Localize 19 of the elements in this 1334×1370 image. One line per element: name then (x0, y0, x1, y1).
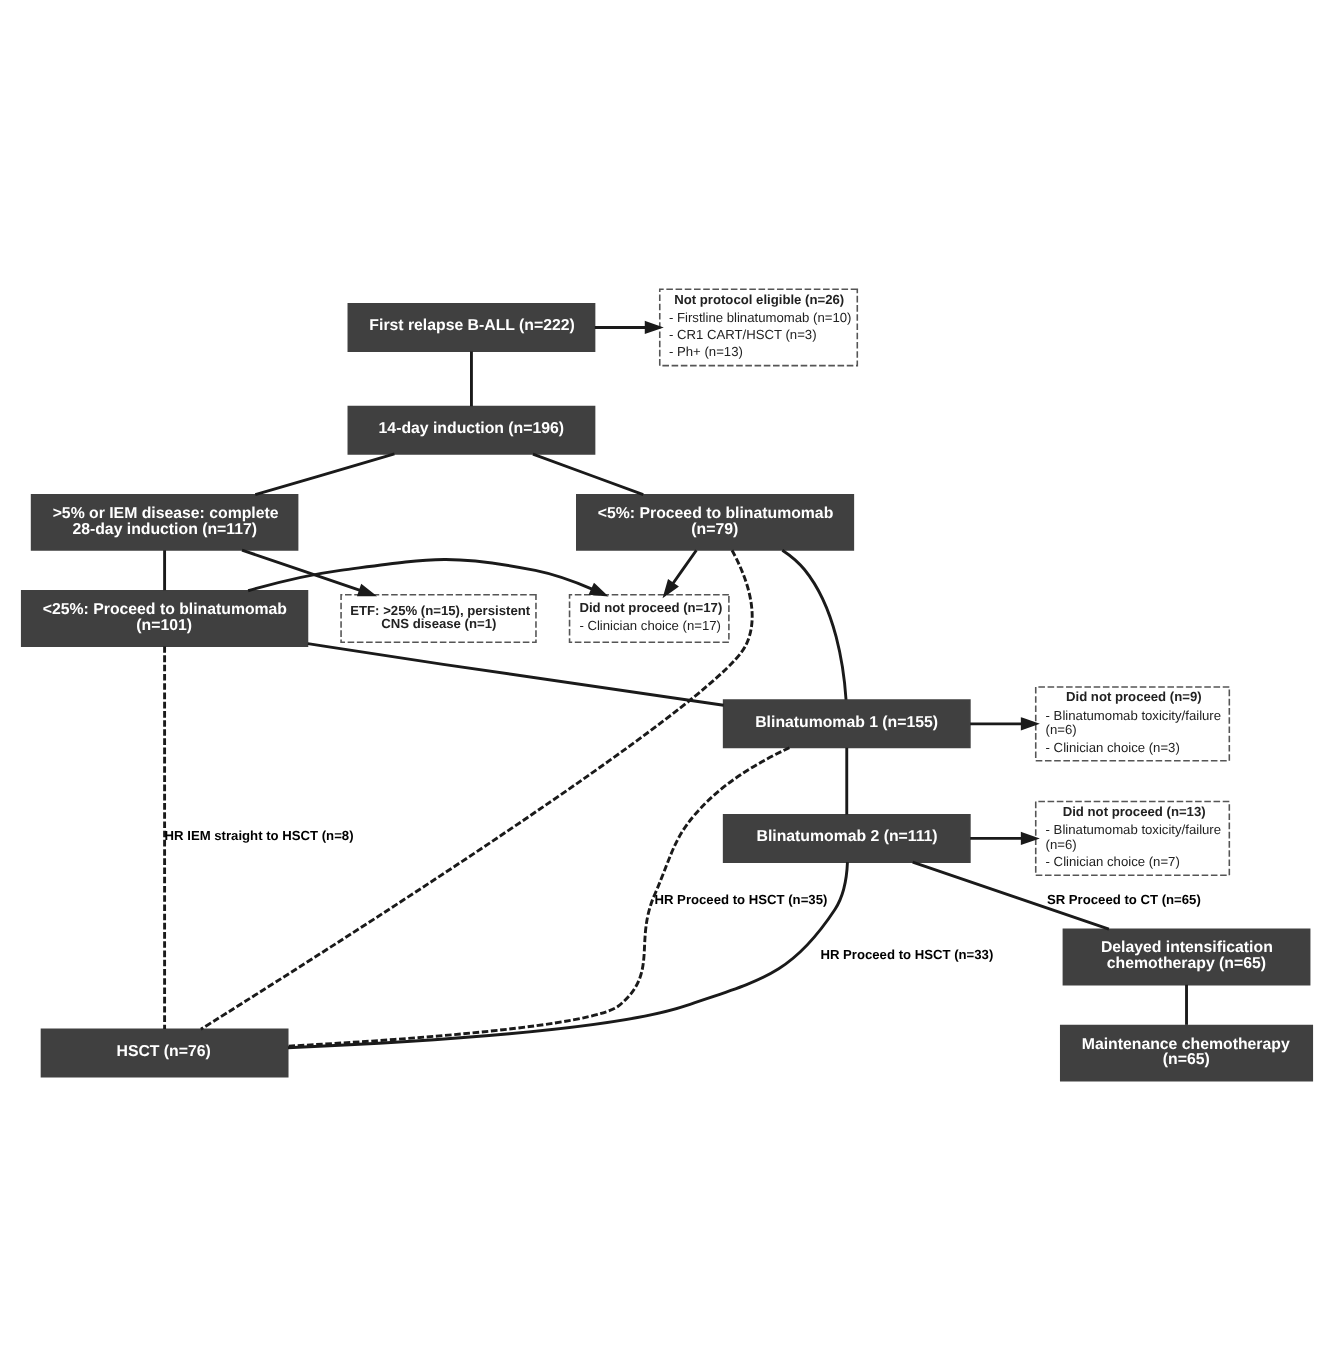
connector (532, 452, 644, 496)
connector (163, 646, 167, 1030)
connector (288, 746, 790, 1048)
connector (1185, 984, 1188, 1025)
connector (307, 642, 724, 707)
arrow (662, 549, 698, 599)
arrow (970, 717, 1040, 731)
connector (470, 351, 473, 407)
arrow (247, 558, 609, 597)
connector (163, 550, 167, 591)
connector (781, 549, 848, 700)
connector (912, 860, 1110, 931)
arrow (241, 548, 378, 597)
connector (200, 549, 754, 1031)
connector (287, 862, 849, 1050)
connector (254, 452, 395, 496)
arrow (970, 831, 1040, 846)
connector (845, 747, 849, 815)
arrow (594, 320, 664, 335)
